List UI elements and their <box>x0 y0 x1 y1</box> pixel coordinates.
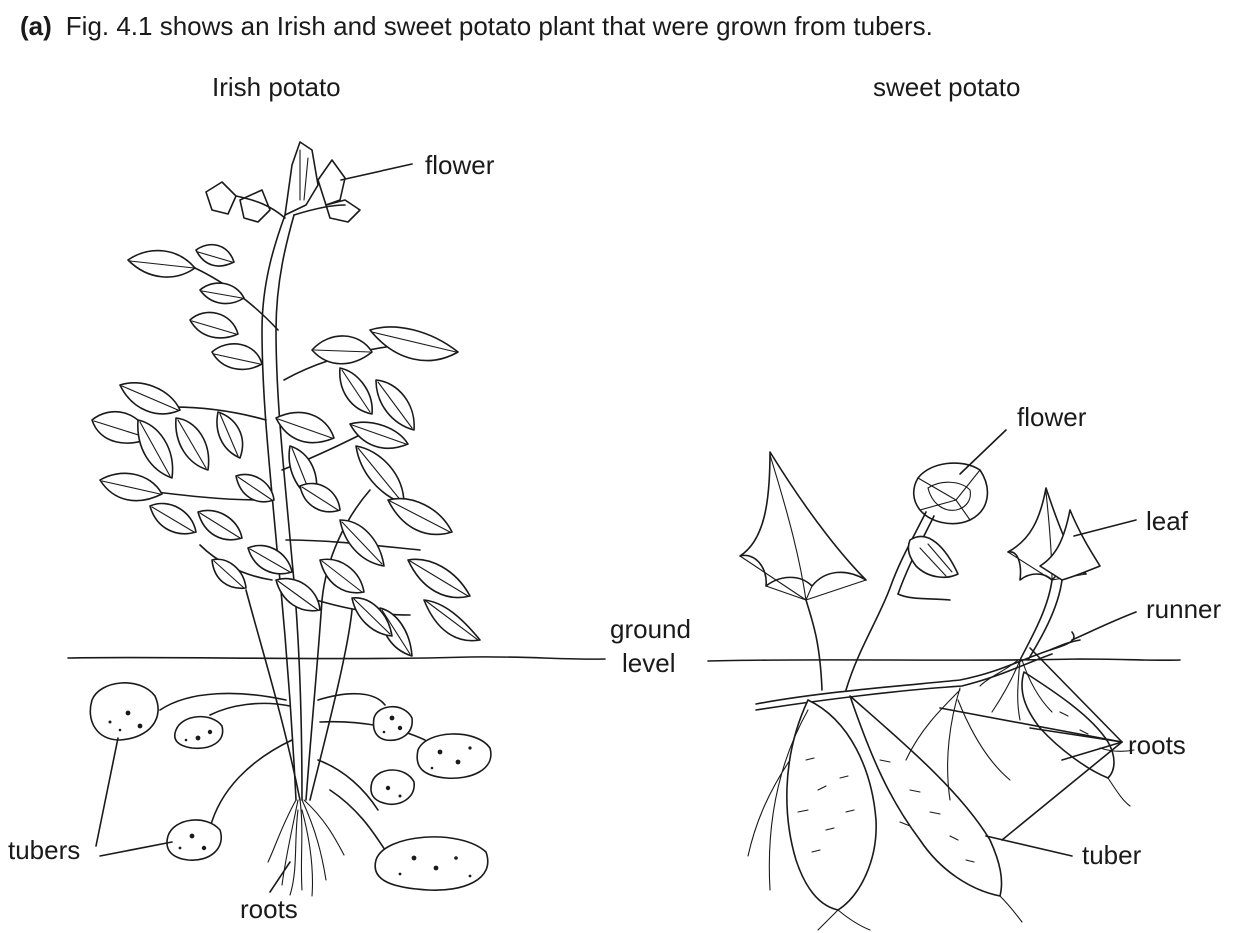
irish-tubers-label: tubers <box>8 835 80 865</box>
irish-tubers-leader-1 <box>96 738 118 846</box>
sweet-roots-leader-5 <box>1002 742 1122 840</box>
level-label: level <box>622 648 675 678</box>
sweet-tuber-label: tuber <box>1082 840 1142 870</box>
irish-flower-leader <box>341 164 412 180</box>
ground-label: ground <box>610 614 691 644</box>
sweet-runner-leader <box>1072 612 1136 640</box>
sweet-flower-leader <box>960 430 1006 474</box>
sweet-potato-plant <box>740 452 1134 930</box>
ground-line-right <box>708 659 1180 661</box>
ground-line-left <box>68 657 605 659</box>
irish-roots-label: roots <box>240 894 298 924</box>
irish-potato-title: Irish potato <box>212 72 341 102</box>
sweet-potato-title: sweet potato <box>873 72 1020 102</box>
sweet-tuber-leader <box>986 836 1072 856</box>
irish-flower-label: flower <box>425 150 495 180</box>
irish-potato-plant <box>90 142 491 896</box>
sweet-roots-label: roots <box>1128 730 1186 760</box>
sweet-flower-label: flower <box>1017 402 1087 432</box>
irish-roots-leader <box>270 862 290 892</box>
sweet-runner-label: runner <box>1146 594 1221 624</box>
irish-tubers-leader-2 <box>100 842 172 856</box>
sweet-leaf-leader <box>1074 520 1136 536</box>
sweet-leaf-label: leaf <box>1146 506 1189 536</box>
